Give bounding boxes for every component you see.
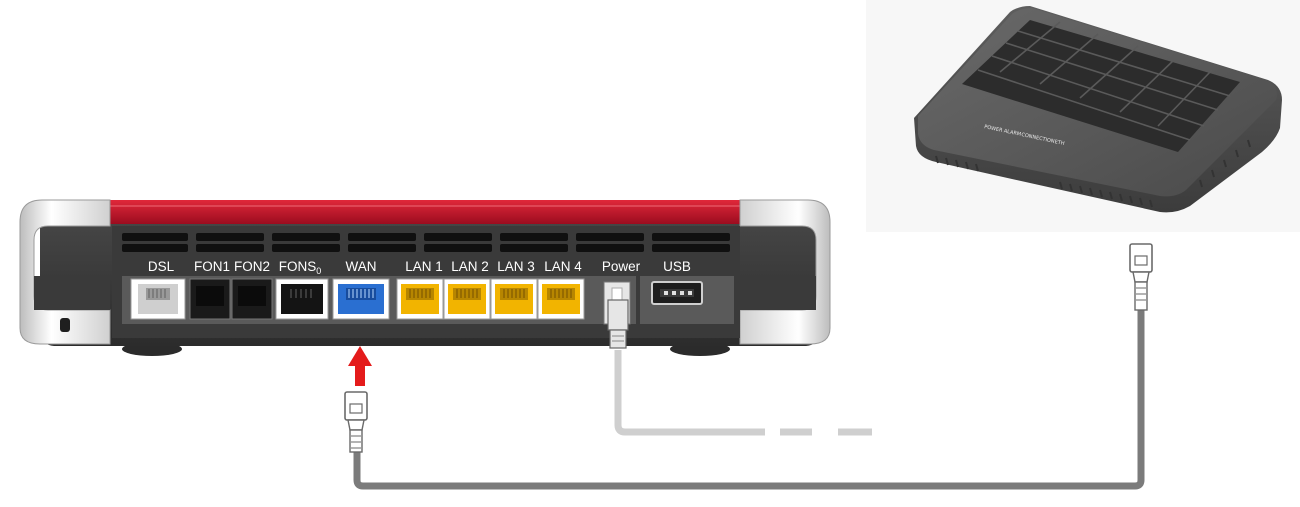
label-lan4: LAN 4 — [544, 259, 582, 274]
wan-cable — [353, 310, 1145, 490]
indicator-eth: ETH — [1054, 139, 1065, 147]
port-labels: DSL FON1 FON2 FONS0 WAN LAN 1 LAN 2 LAN … — [148, 259, 691, 276]
fiber-modem: POWER ALARM CONNECTION ETH — [866, 0, 1300, 232]
label-lan2: LAN 2 — [451, 259, 489, 274]
rj45-plug-router — [344, 391, 368, 453]
label-usb: USB — [663, 259, 691, 274]
indicator-alarm: ALARM — [1003, 128, 1021, 138]
label-fons0: FONS0 — [279, 259, 322, 276]
indicator-power: POWER — [984, 124, 1004, 134]
router-vents — [122, 233, 730, 252]
wan-arrow — [348, 346, 372, 386]
modem-side-vents — [935, 139, 1251, 208]
label-wan: WAN — [346, 259, 377, 274]
router-red-top — [110, 200, 740, 224]
ports — [130, 278, 703, 325]
power-plug — [607, 299, 629, 349]
label-fon2: FON2 — [234, 259, 270, 274]
label-dsl: DSL — [148, 259, 175, 274]
router-slot-left — [60, 318, 70, 332]
label-lan1: LAN 1 — [405, 259, 443, 274]
power-cable — [614, 350, 765, 436]
modem-vent-grid — [962, 20, 1240, 152]
label-power: Power — [602, 259, 641, 274]
label-lan3: LAN 3 — [497, 259, 535, 274]
modem-vent-lines — [977, 21, 1231, 141]
rj45-plug-modem — [1129, 243, 1153, 311]
cables — [353, 310, 1145, 490]
label-fon1: FON1 — [194, 259, 230, 274]
router: DSL FON1 FON2 FONS0 WAN LAN 1 LAN 2 LAN … — [19, 199, 831, 356]
